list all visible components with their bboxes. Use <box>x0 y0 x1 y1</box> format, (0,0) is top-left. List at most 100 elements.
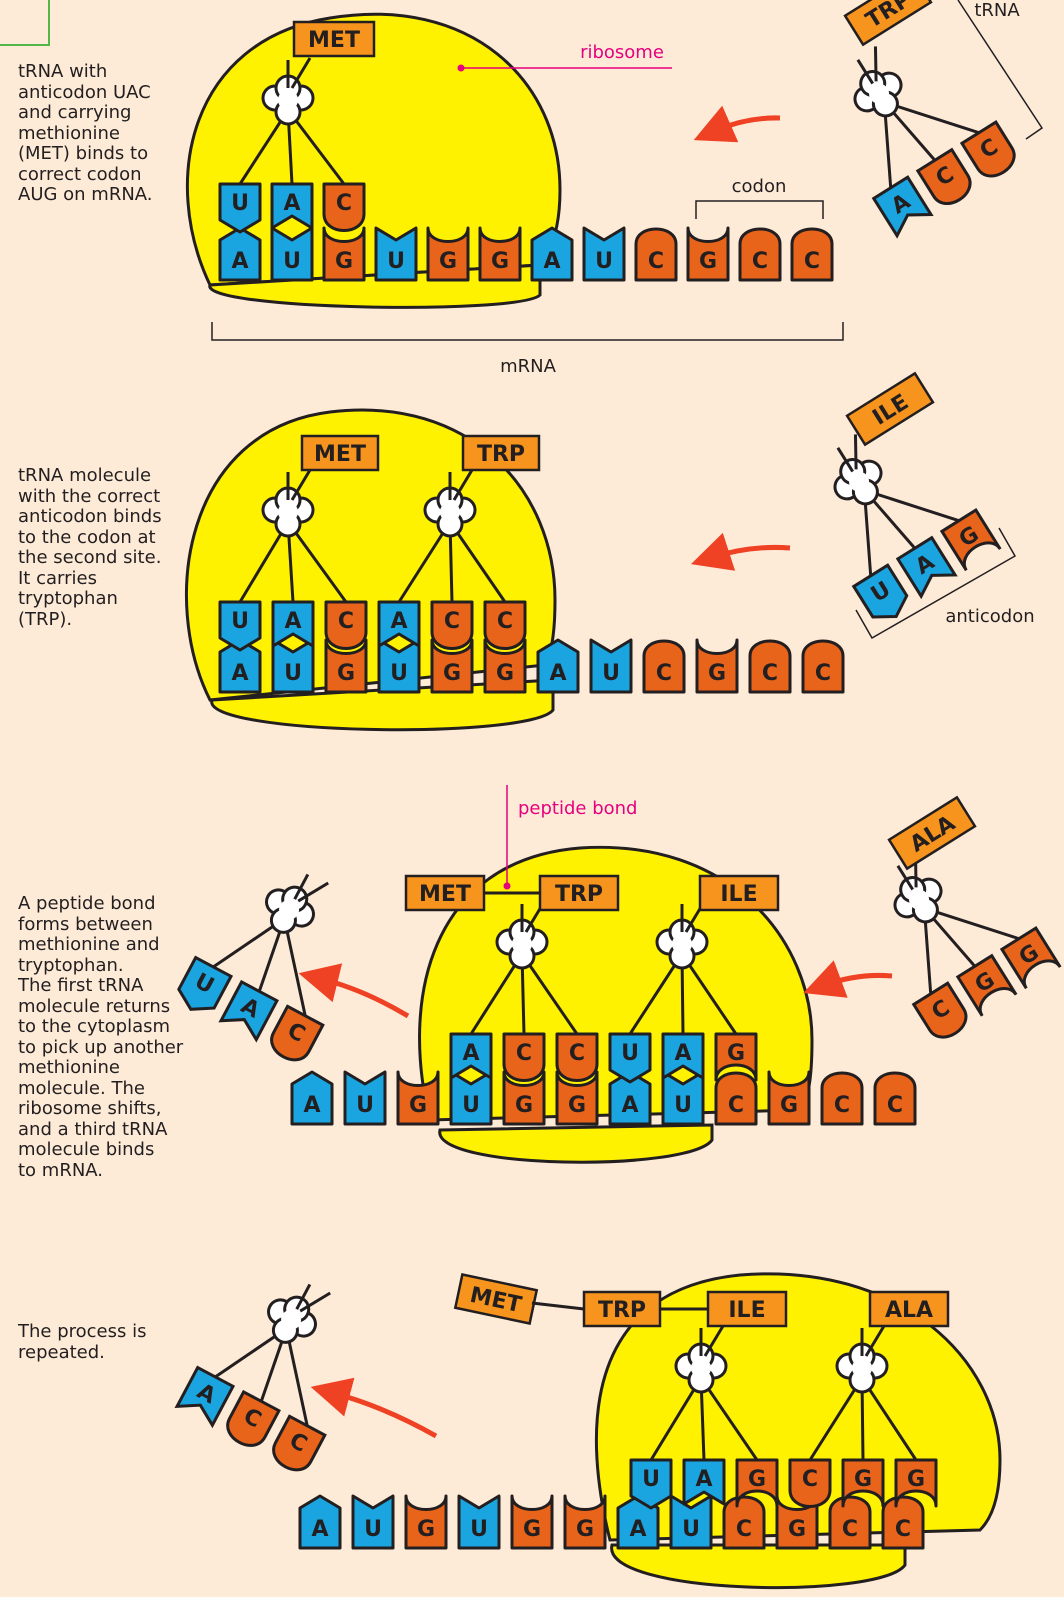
p3-mrna-base-5-letter: G <box>568 1093 586 1118</box>
p3-mrna-base-10-letter: C <box>834 1093 850 1118</box>
p2-tag-trp: TRP <box>463 436 539 470</box>
p4-mrna-base-2-letter: G <box>417 1517 435 1542</box>
p3-anticodon-5-letter: G <box>727 1041 745 1066</box>
p3-mrna-base-11-letter: C <box>887 1093 903 1118</box>
p4-mrna-base-5-letter: G <box>576 1517 594 1542</box>
p3-anticodon-2: C <box>557 1034 597 1081</box>
p3-anticodon-3-letter: U <box>621 1041 639 1066</box>
p3-mrna-base-0: A <box>292 1072 332 1124</box>
p3-mrna-base-8: C <box>716 1073 756 1124</box>
p4-mrna-base-4: G <box>512 1496 552 1548</box>
p3-mrna-base-6-letter: A <box>621 1093 638 1118</box>
p3-mrna-base-8-letter: C <box>728 1093 744 1118</box>
p1-anticodon-2: C <box>324 184 364 231</box>
p1-mrna-base-0-letter: A <box>231 249 248 274</box>
p3-anticodon-1: C <box>504 1034 544 1081</box>
mrna-label: mRNA <box>500 356 557 377</box>
p2-mrna-base-8-letter: C <box>656 661 672 686</box>
trna-bracket: tRNA <box>958 0 1042 139</box>
p4-anticodon-1-letter: A <box>695 1467 712 1492</box>
p3-leave-arrow <box>318 978 408 1016</box>
p2-mrna-base-0-letter: A <box>231 661 248 686</box>
p4-tag-met: MET <box>455 1274 536 1323</box>
p2-incoming-base-0: U <box>854 565 913 627</box>
p1-mrna-base-10: C <box>740 229 780 280</box>
p2-mrna-base-3-letter: U <box>390 661 408 686</box>
p4-leaving: ACC <box>176 1255 385 1477</box>
p4-mrna-base-10: C <box>830 1497 870 1548</box>
p2-mrna-base-6-letter: A <box>549 661 566 686</box>
p4-mrna-base-6-letter: A <box>629 1517 646 1542</box>
p1-mrna-base-11-letter: C <box>804 249 820 274</box>
p4-tag-trp-label: TRP <box>598 1298 646 1323</box>
p4-anticodon-5-letter: G <box>907 1467 925 1492</box>
p1-mrna-base-9: G <box>688 228 728 280</box>
p1-trna-hub <box>278 90 298 110</box>
p4-mrna-base-1-letter: U <box>364 1517 382 1542</box>
p1-mrna-base-11: C <box>792 229 832 280</box>
p2-mrna-base-10: C <box>750 641 790 692</box>
p3-tag-trp-label: TRP <box>555 882 603 907</box>
p4-tag-ala: ALA <box>870 1292 948 1326</box>
p3-leaving-base-2: C <box>266 1006 323 1066</box>
p3-tag-ile-label: ILE <box>720 882 757 907</box>
p2-incoming: UAG <box>786 402 1001 628</box>
p1-incoming-base-1: C <box>918 150 977 211</box>
p3-mrna-base-10: C <box>822 1073 862 1124</box>
p2-mrna-base-4-letter: G <box>443 661 461 686</box>
p1-mrna-base-8: C <box>636 229 676 280</box>
p3-leaving-base-1: A <box>221 982 277 1040</box>
mrna-bracket: mRNA <box>212 322 843 377</box>
p2-mrna-base-9-letter: G <box>708 661 726 686</box>
p1-mrna-base-6: A <box>532 228 572 280</box>
p3-anticodon-1-letter: C <box>516 1041 532 1066</box>
p1-mrna-base-0: A <box>220 228 260 280</box>
p2-tag-met: MET <box>302 436 378 470</box>
p3-mrna-base-1-letter: U <box>356 1093 374 1118</box>
p4-mrna-base-2: G <box>406 1496 446 1548</box>
p2-mrna-base-11-letter: C <box>815 661 831 686</box>
p3-anticodon-2-letter: C <box>569 1041 585 1066</box>
p3-mrna-base-9-letter: G <box>780 1093 798 1118</box>
peptide-bond-label: peptide bond <box>518 798 637 819</box>
p3-mrna-base-0-letter: A <box>303 1093 320 1118</box>
p2-anticodon-2-letter: C <box>338 609 354 634</box>
p4-trna-a-hub <box>691 1358 711 1378</box>
p4-leaving-base-2: C <box>268 1416 325 1476</box>
p2-mrna-base-9: G <box>697 640 737 692</box>
p1-anticodon-0-letter: U <box>231 191 249 216</box>
codon-bracket: codon <box>696 176 823 219</box>
p1-anticodon-1-letter: A <box>283 191 300 216</box>
p3-incoming-base-1: G <box>958 956 1016 1016</box>
p1-mrna-base-1-letter: U <box>283 249 301 274</box>
p3-mrna-base-2-letter: G <box>409 1093 427 1118</box>
p1-tag-incoming: TRP <box>845 0 931 45</box>
ribosome-label: ribosome <box>580 42 664 63</box>
p3-tag-trp: TRP <box>540 876 618 910</box>
p3-mrna-base-7-letter: U <box>674 1093 692 1118</box>
p3-tag-incoming: ALA <box>889 797 975 868</box>
p2-anticodon-1-letter: A <box>284 609 301 634</box>
p2-trna-a-hub <box>278 502 298 522</box>
p2-mrna-base-8: C <box>644 641 684 692</box>
p2-trna-b-hub <box>440 502 460 522</box>
p3-tag-met: MET <box>406 876 484 910</box>
p3-anticodon-0-letter: A <box>462 1041 479 1066</box>
p3-trna-b-hub <box>672 934 692 954</box>
p4-tag-trp: TRP <box>584 1292 660 1326</box>
p4-anticodon-0: U <box>631 1460 671 1508</box>
p1-incoming-base-0: A <box>874 177 931 236</box>
p1-mrna-base-9-letter: G <box>699 249 717 274</box>
p2-anticodon-4-letter: C <box>444 609 460 634</box>
p1-anticodon-2-letter: C <box>336 191 352 216</box>
p2-mrna-base-11: C <box>803 641 843 692</box>
p4-leaving-base-0: A <box>177 1368 233 1426</box>
p1-mrna-base-8-letter: C <box>648 249 664 274</box>
p1-mrna-base-3-letter: U <box>387 249 405 274</box>
p3-arrow <box>822 975 892 986</box>
p1-mrna-base-7: U <box>584 228 624 280</box>
p4-leaving-base-1: C <box>222 1392 279 1452</box>
p2-tag-met-label: MET <box>314 442 366 467</box>
